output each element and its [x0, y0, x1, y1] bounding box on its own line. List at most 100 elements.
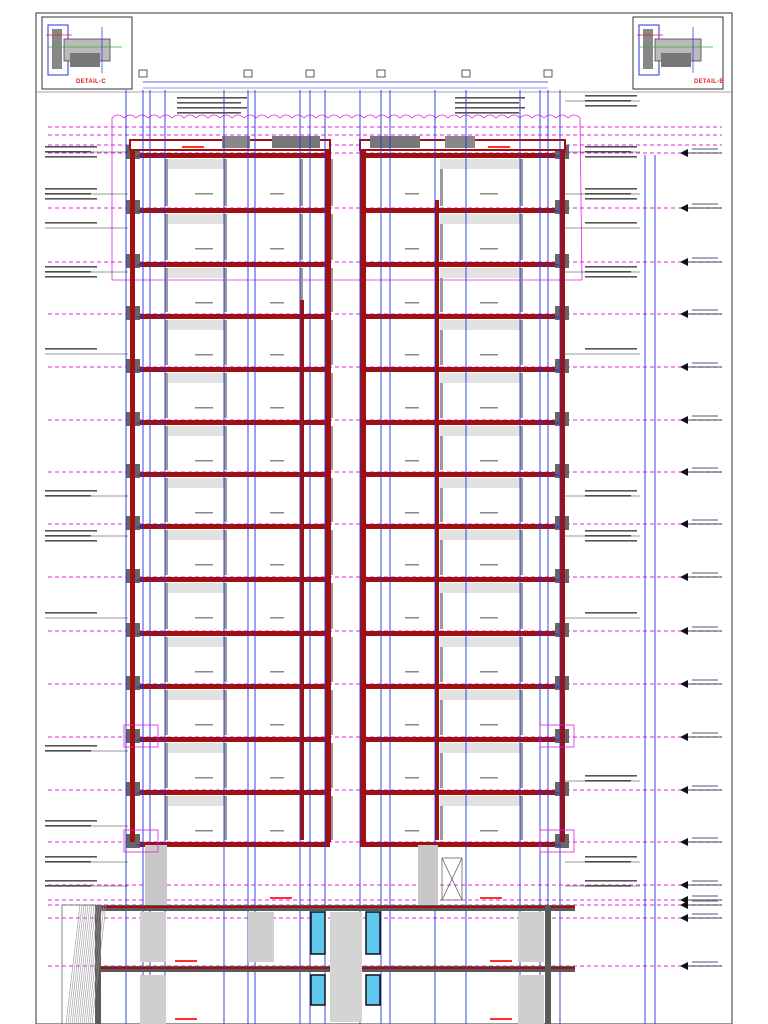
building-structure	[126, 136, 569, 848]
glass-panel	[310, 911, 326, 955]
level-arrow	[680, 258, 688, 266]
partition-wall	[165, 426, 168, 470]
ceiling-band	[168, 478, 224, 488]
roof-water-tank	[222, 136, 250, 148]
floor-slab	[360, 472, 565, 477]
ceiling-band	[168, 690, 224, 700]
partition-wall	[300, 159, 303, 206]
floor-slab	[130, 472, 330, 477]
floor-slab	[360, 314, 565, 319]
podium-column	[418, 845, 438, 905]
level-tag	[692, 309, 718, 311]
partition-wall	[165, 530, 168, 575]
annotation-text-line	[45, 348, 97, 350]
partition-wall	[224, 214, 227, 260]
room-label	[270, 512, 284, 514]
partition-wall	[440, 320, 443, 365]
grid-lines	[125, 90, 656, 1024]
room-label	[480, 671, 498, 673]
structural-wall	[560, 150, 565, 842]
partition-wall	[330, 530, 333, 575]
room-label	[195, 564, 213, 566]
annotation-text-line	[45, 820, 97, 822]
red-tag	[490, 1018, 512, 1020]
grid-bubble	[138, 69, 148, 78]
level-tag	[692, 467, 718, 469]
room-label	[480, 617, 498, 619]
room-label	[195, 248, 213, 250]
annotation-text-line	[585, 880, 637, 882]
room-label	[405, 302, 419, 304]
room-label	[195, 724, 213, 726]
structural-wall	[300, 300, 304, 840]
partition-wall	[440, 743, 443, 788]
room-label	[480, 777, 498, 779]
annotation-text-line	[45, 880, 97, 882]
partition-wall	[520, 583, 523, 629]
partition-wall	[440, 690, 443, 735]
floor-slab	[130, 577, 330, 582]
partition-wall	[330, 690, 333, 735]
structural-wall	[130, 150, 135, 842]
annotation-text-line	[45, 266, 97, 268]
room-label	[195, 617, 213, 619]
partition-wall	[300, 214, 303, 260]
detail-c-label: DETAIL-C	[76, 79, 106, 85]
level-tag	[692, 626, 718, 628]
annotation-text-line	[585, 266, 637, 268]
annotation-text-line	[45, 540, 97, 542]
floor-slab	[130, 684, 330, 689]
room-label	[480, 564, 498, 566]
partition-wall	[165, 320, 168, 365]
structural-wall	[360, 150, 366, 842]
room-label	[405, 193, 419, 195]
room-label	[405, 460, 419, 462]
revision-cloud	[111, 114, 583, 281]
room-label	[405, 617, 419, 619]
level-tag	[692, 895, 718, 897]
level-tag	[692, 900, 718, 902]
floor-slab	[360, 631, 565, 636]
room-label	[270, 302, 284, 304]
annotation-text-line	[585, 222, 637, 224]
level-arrow	[680, 733, 688, 741]
hatch-line	[77, 904, 93, 1024]
partition-wall	[330, 214, 333, 260]
ceiling-band	[440, 743, 520, 753]
room-label	[480, 302, 498, 304]
level-arrow	[680, 204, 688, 212]
grid-bubble	[376, 69, 386, 78]
ceiling-band	[440, 159, 520, 169]
partition-wall	[440, 268, 443, 312]
partition-wall	[330, 268, 333, 312]
partition-wall	[330, 637, 333, 682]
annotation-text-line	[585, 490, 637, 492]
partition-wall	[165, 478, 168, 522]
annotation-text-line	[177, 102, 241, 104]
partition-wall	[520, 478, 523, 522]
partition-wall	[224, 373, 227, 418]
partition-wall	[440, 159, 443, 206]
room-label	[270, 830, 284, 832]
partition-wall	[330, 478, 333, 522]
floor-slab	[130, 153, 330, 158]
ceiling-band	[440, 583, 520, 593]
floor-slab	[360, 262, 565, 267]
room-label	[480, 724, 498, 726]
partition-wall	[224, 743, 227, 788]
level-arrow	[680, 520, 688, 528]
room-label	[405, 777, 419, 779]
red-tag	[270, 897, 292, 899]
partition-wall	[224, 159, 227, 206]
ceiling-band	[168, 426, 224, 436]
annotation-text-line	[585, 156, 637, 158]
level-tag	[692, 519, 718, 521]
void-box	[441, 857, 463, 901]
podium-levels	[95, 845, 575, 1024]
level-tag	[692, 362, 718, 364]
room-label	[405, 671, 419, 673]
ceiling-band	[440, 796, 520, 806]
room-label	[480, 248, 498, 250]
podium-slab-line	[95, 906, 575, 908]
room-label	[195, 512, 213, 514]
